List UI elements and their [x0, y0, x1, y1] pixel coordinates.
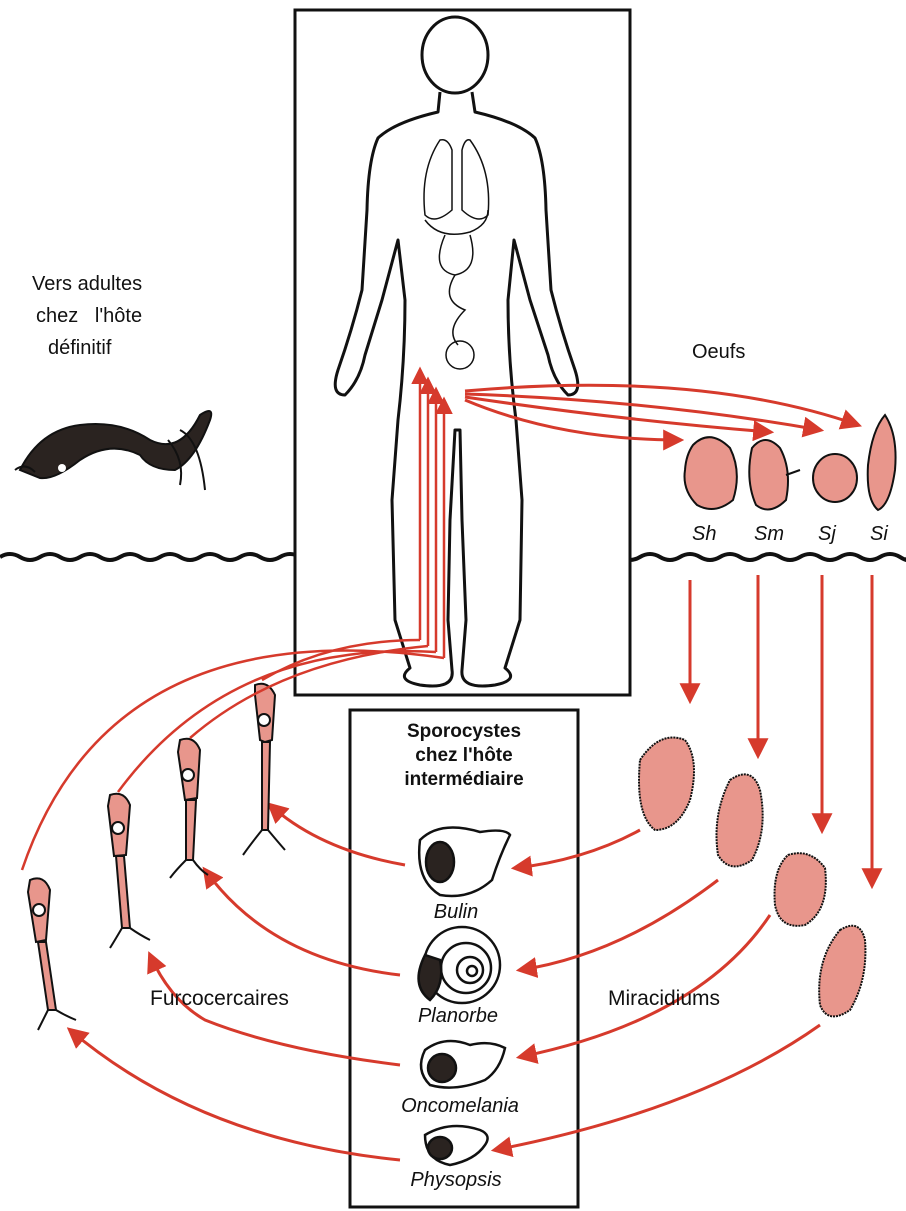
egg-sj	[813, 454, 857, 502]
svg-text:chez l'hôte: chez l'hôte	[415, 745, 512, 766]
miracidium-1	[639, 738, 694, 831]
miracidium-2	[717, 774, 763, 866]
snail-label-physopsis: Physopsis	[410, 1169, 501, 1191]
adult-worms-label: Vers adultes chez l'hôte définitif	[32, 273, 142, 359]
cercariae-group	[28, 684, 285, 1030]
cercaria-2	[170, 739, 208, 878]
snail-label-oncomelania: Oncomelania	[401, 1095, 519, 1117]
adult-worm-icon	[15, 411, 211, 490]
svg-text:intermédiaire: intermédiaire	[404, 769, 523, 790]
eggs-group	[685, 415, 896, 510]
snail-label-bulin: Bulin	[434, 901, 478, 923]
snail-label-planorbe: Planorbe	[418, 1005, 498, 1027]
furcocercaires-label: Furcocercaires	[150, 987, 289, 1010]
svg-text:Sporocystes: Sporocystes	[407, 721, 521, 742]
eggs-label: Oeufs	[692, 341, 745, 363]
sporocysts-label: Sporocystes chez l'hôte intermédiaire	[404, 721, 523, 790]
svg-text:Sj: Sj	[818, 523, 836, 545]
egg-species-labels: Sh Sm Sj Si	[692, 523, 888, 545]
egg-sh	[685, 437, 737, 509]
miracidium-4	[819, 926, 865, 1017]
egg-sm	[749, 440, 800, 509]
cercaria-1	[243, 684, 285, 855]
svg-text:Sm: Sm	[754, 523, 784, 545]
svg-text:définitif: définitif	[48, 337, 112, 359]
svg-text:chez l'hôte: chez l'hôte	[36, 305, 142, 327]
svg-text:Sh: Sh	[692, 523, 716, 545]
egg-si	[868, 415, 896, 510]
cercaria-3	[108, 794, 150, 948]
svg-text:Si: Si	[870, 523, 888, 545]
miracidiums-label: Miracidiums	[608, 987, 720, 1010]
miracidium-3	[775, 853, 826, 926]
svg-text:Vers adultes: Vers adultes	[32, 273, 142, 295]
miracidia-group	[639, 738, 865, 1017]
cercaria-4	[28, 878, 76, 1030]
